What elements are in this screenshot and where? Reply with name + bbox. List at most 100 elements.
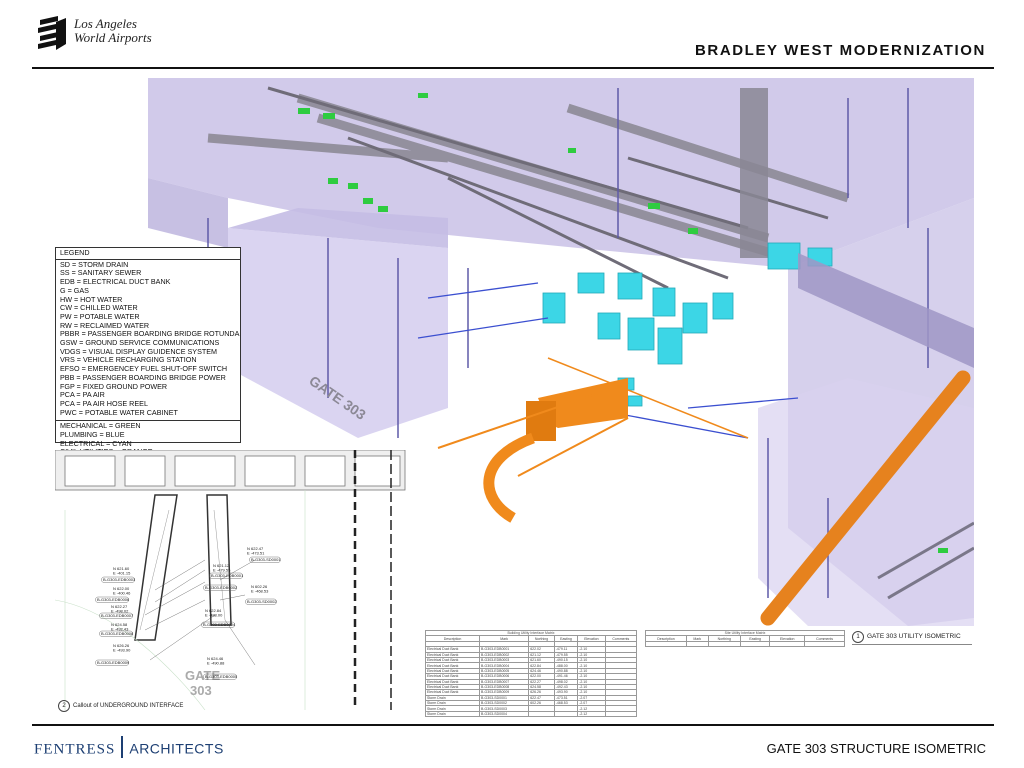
logo-line2: World Airports bbox=[74, 30, 152, 45]
plan-tag-bubble bbox=[101, 576, 135, 583]
legend-color-item: MECHANICAL = GREEN bbox=[60, 421, 141, 431]
firm-divider-bar bbox=[121, 736, 124, 758]
firm-suffix: ARCHITECTS bbox=[129, 740, 224, 757]
table-cell: B-G303-SD0004 bbox=[479, 710, 530, 718]
legend-item: CW = CHILLED WATER bbox=[60, 303, 138, 313]
legend-item: PBBR = PASSENGER BOARDING BRIDGE ROTUNDA bbox=[60, 329, 240, 339]
electrical-cyan-elements bbox=[542, 242, 833, 407]
plan-tag-bubble bbox=[95, 596, 129, 603]
table-cell bbox=[528, 710, 555, 718]
plan-tag: B-G303-EDB0004 bbox=[203, 622, 236, 627]
table-cell bbox=[604, 710, 638, 718]
logo-line1: Los Angeles bbox=[74, 16, 137, 31]
plan-tag-bubble bbox=[99, 612, 133, 619]
iso-caption-text: GATE 303 UTILITY ISOMETRIC bbox=[867, 633, 961, 640]
legend-item: SS = SANITARY SEWER bbox=[60, 268, 142, 278]
mechanical-shaft bbox=[740, 88, 768, 258]
plan-tag-bubble bbox=[209, 572, 243, 579]
gate-wall-volume bbox=[228, 228, 448, 438]
legend-item: GSW = GROUND SERVICE COMMUNICATIONS bbox=[60, 338, 220, 348]
mechanical-ducts bbox=[207, 93, 850, 263]
legend-item: FGP = FIXED GROUND POWER bbox=[60, 381, 168, 391]
plan-tag-bubble bbox=[249, 556, 281, 563]
escalator-volume bbox=[798, 253, 974, 368]
legend-item: VDGS = VISUAL DISPLAY GUIDENCE SYSTEM bbox=[60, 346, 218, 356]
civil-orange-elements bbox=[437, 357, 971, 626]
legend-item: HW = HOT WATER bbox=[60, 294, 123, 304]
lawa-emblem-icon bbox=[38, 16, 66, 50]
plan-tag: B-G303-EDB0009 bbox=[97, 660, 130, 665]
lawa-logo: Los Angeles World Airports bbox=[36, 14, 196, 62]
plan-tag-bubble bbox=[203, 584, 237, 591]
plan-tag-bubble bbox=[245, 598, 277, 605]
site-utility-table: Site Utility Interface Matrix Descriptio… bbox=[645, 629, 845, 648]
plan-tag-bubble bbox=[99, 630, 133, 637]
project-title: BRADLEY WEST MODERNIZATION bbox=[694, 42, 986, 59]
legend-item: PWC = POTABLE WATER CABINET bbox=[60, 407, 178, 417]
legend-item: PCA = PA AIR bbox=[60, 390, 105, 400]
firm-name: FENTRESS bbox=[34, 741, 116, 758]
iso-caption-number: 1 bbox=[852, 631, 864, 643]
sheet-title: GATE 303 STRUCTURE ISOMETRIC bbox=[766, 741, 986, 756]
legend-item: EDB = ELECTRICAL DUCT BANK bbox=[60, 277, 171, 287]
plan-caption-text: Callout of UNDERGROUND INTERFACE bbox=[73, 703, 184, 709]
plan-gate-number: 303 bbox=[190, 683, 212, 698]
plan-tag: B-G303-SD0002 bbox=[247, 599, 277, 604]
legend-item: VRS = VEHICLE RECHARGING STATION bbox=[60, 355, 197, 365]
plan-gate-word: GATE bbox=[185, 668, 220, 683]
table-cell: -2.12 bbox=[577, 710, 606, 718]
firm-logo: FENTRESS ARCHITECTS bbox=[34, 736, 224, 761]
legend-item: PCA = PA AIR HOSE REEL bbox=[60, 398, 148, 408]
plan-tag: B-G303-EDB0002 bbox=[205, 585, 238, 590]
legend-item: EFSO = EMERGENCEY FUEL SHUT-OFF SWITCH bbox=[60, 364, 228, 374]
plan-tag-bubble bbox=[95, 659, 129, 666]
plan-caption-number: 2 bbox=[58, 700, 70, 712]
table-cell: Storm Drain bbox=[424, 710, 481, 718]
plan-tag: B-G303-SD0001 bbox=[251, 557, 281, 562]
building-utility-table: Building Utility Interface Matrix Descri… bbox=[424, 629, 638, 718]
legend-item: G = GAS bbox=[60, 285, 89, 295]
plan-tag: B-G303-EDB0007 bbox=[101, 613, 134, 618]
plan-tag-bubble bbox=[201, 621, 235, 628]
rotunda-curve bbox=[483, 432, 536, 523]
legend-item: SD = STORM DRAIN bbox=[60, 259, 129, 269]
legend-item: RW = RECLAIMED WATER bbox=[60, 320, 150, 330]
footer-divider bbox=[32, 724, 994, 726]
legend-color-item: PLUMBING = BLUE bbox=[60, 430, 125, 440]
plan-tag: B-G303-EDB0001 bbox=[211, 573, 244, 578]
legend-title: LEGEND bbox=[56, 248, 240, 260]
plan-tag: B-G303-EDB0005 bbox=[205, 674, 238, 679]
legend-color-item: ELECTRICAL = CYAN bbox=[60, 438, 132, 448]
mechanical-green-elements bbox=[298, 93, 948, 553]
header-divider bbox=[32, 67, 994, 69]
plan-tag: B-G303-EDB0006 bbox=[97, 597, 130, 602]
legend-item: PW = POTABLE WATER bbox=[60, 311, 140, 321]
table-cell bbox=[553, 710, 579, 718]
plan-tag-bubble bbox=[203, 673, 237, 680]
legend-item: PBB = PASSENGER BOARDING BRIDGE POWER bbox=[60, 372, 226, 382]
plan-gate-label: GATE 303 bbox=[185, 668, 224, 698]
plan-tag: B-G303-EDB0008 bbox=[101, 631, 134, 636]
plan-tag: B-G303-EDB0003 bbox=[103, 577, 136, 582]
storm-drain-pipe bbox=[760, 370, 971, 626]
iso-caption-rule bbox=[852, 644, 972, 645]
